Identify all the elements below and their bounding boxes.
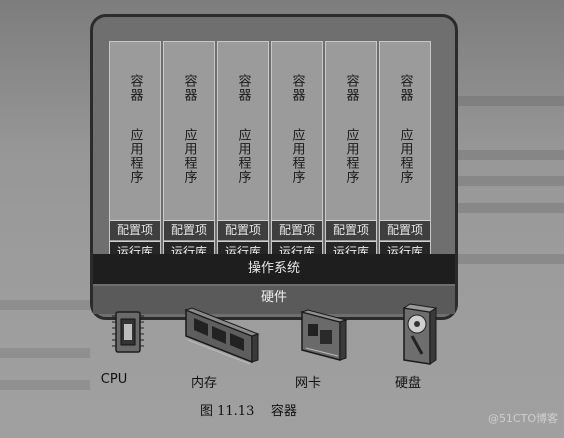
memory-stick-icon — [184, 307, 260, 365]
config-cell: 配置项 — [110, 220, 160, 240]
container-label: 容器 — [343, 74, 359, 102]
hard-disk-label: 硬盘 — [394, 376, 421, 391]
container-label: 容器 — [397, 74, 413, 102]
background-text-line — [440, 254, 564, 264]
container-column: 容器 应用程序 配置项 运行库 — [271, 41, 323, 263]
container-column: 容器 应用程序 配置项 运行库 — [163, 41, 215, 263]
background-text-line — [440, 150, 564, 160]
container-label: 容器 — [289, 74, 305, 102]
watermark: @51CTO博客 — [487, 412, 558, 425]
background-text-line — [0, 380, 90, 390]
config-cell: 配置项 — [272, 220, 322, 240]
container-column: 容器 应用程序 配置项 运行库 — [379, 41, 431, 263]
operating-system-layer: 操作系统 — [93, 254, 455, 284]
application-label: 应用程序 — [235, 128, 251, 184]
network-card-label: 网卡 — [294, 376, 321, 391]
background-text-line — [0, 300, 90, 310]
memory-label: 内存 — [190, 376, 217, 391]
container-architecture-diagram: 容器 应用程序 配置项 运行库 容器 应用程序 配置项 运行库 容器 应用程序 … — [90, 14, 458, 320]
application-label: 应用程序 — [181, 128, 197, 184]
config-cell: 配置项 — [218, 220, 268, 240]
application-label: 应用程序 — [289, 128, 305, 184]
container-label: 容器 — [235, 74, 251, 102]
network-card-icon — [300, 309, 348, 361]
config-cell: 配置项 — [380, 220, 430, 240]
background-text-line — [0, 348, 90, 358]
container-label: 容器 — [181, 74, 197, 102]
container-column: 容器 应用程序 配置项 运行库 — [325, 41, 377, 263]
hard-disk-icon — [402, 303, 438, 365]
container-column: 容器 应用程序 配置项 运行库 — [109, 41, 161, 263]
hardware-layer: 硬件 — [93, 286, 455, 314]
config-cell: 配置项 — [164, 220, 214, 240]
application-label: 应用程序 — [343, 128, 359, 184]
application-label: 应用程序 — [127, 128, 143, 184]
background-text-line — [440, 176, 564, 186]
config-cell: 配置项 — [326, 220, 376, 240]
cpu-label: CPU — [100, 372, 128, 387]
background-text-line — [440, 203, 564, 213]
background-text-line — [440, 96, 564, 106]
application-label: 应用程序 — [397, 128, 413, 184]
container-column: 容器 应用程序 配置项 运行库 — [217, 41, 269, 263]
figure-caption: 图 11.13 容器 — [200, 404, 297, 419]
cpu-chip-icon — [112, 311, 144, 353]
container-label: 容器 — [127, 74, 143, 102]
